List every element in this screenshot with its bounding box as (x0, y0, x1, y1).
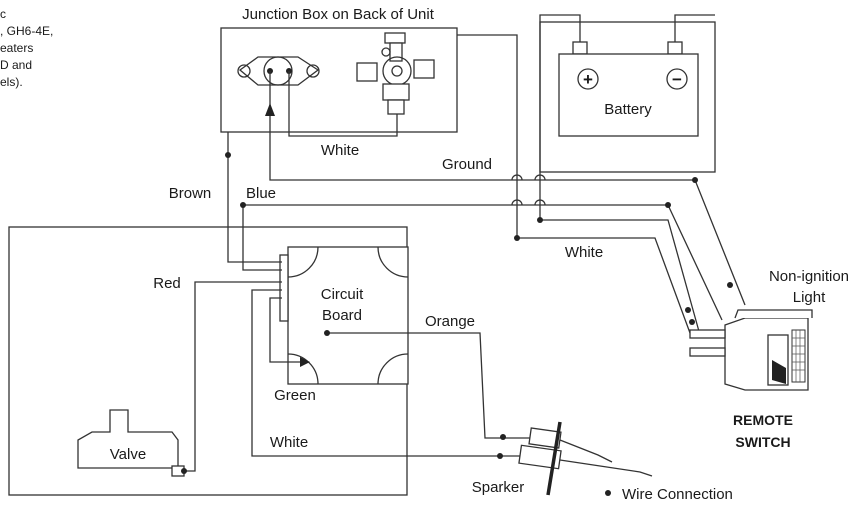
remote-switch-line-2: SWITCH (735, 434, 790, 450)
wire-label-brown: Brown (169, 185, 212, 202)
remote-switch-line-1: REMOTE (733, 412, 793, 428)
circuit-board: Circuit Board (279, 246, 409, 385)
note-line-3: eaters (0, 41, 33, 55)
wire-label-green: Green (274, 387, 316, 404)
battery-positive-symbol: + (583, 70, 593, 89)
non-ignition-light-line-1: Non-ignition (769, 268, 849, 285)
wire-brown (227, 132, 282, 263)
junction-switch-icon (356, 32, 435, 115)
wire-battery-positive (539, 14, 701, 336)
valve-label: Valve (110, 446, 146, 463)
remote-switch: REMOTE SWITCH (689, 309, 813, 450)
junction-box-title: Junction Box on Back of Unit (242, 6, 435, 23)
battery-label: Battery (604, 101, 652, 118)
circuit-board-line-2: Board (322, 307, 362, 324)
wire-label-white-bottom: White (270, 434, 308, 451)
wire-red (184, 281, 282, 472)
wire-label-ground: Ground (442, 156, 492, 173)
wire-white-bottom (251, 289, 520, 457)
sparker-label: Sparker (472, 479, 525, 496)
battery-positive-icon (577, 68, 599, 90)
junction-box: Junction Box on Back of Unit (220, 6, 458, 133)
valve: Valve (77, 409, 185, 477)
note-line-5: els). (0, 75, 23, 89)
labels: White Ground Brown Blue White Red Orange… (153, 142, 849, 451)
circuit-board-line-1: Circuit (321, 286, 364, 303)
wire-green (269, 297, 300, 363)
note-line-2: , GH6-4E, (0, 24, 53, 38)
legend: Wire Connection (605, 486, 733, 503)
wire-orange (327, 332, 530, 439)
wire-white-top (288, 71, 398, 137)
wire-ground (269, 71, 746, 306)
wire-connection-dot-icon (605, 490, 611, 496)
battery: + − Battery (539, 21, 716, 173)
sparker: Sparker (472, 421, 653, 496)
non-ignition-light-line-2: Light (793, 289, 826, 306)
wire-label-white-right: White (565, 244, 603, 261)
wire-label-red: Red (153, 275, 181, 292)
connection-dots (181, 152, 733, 474)
switch-grid-icon (791, 329, 806, 383)
legend-wire-connection: Wire Connection (622, 486, 733, 503)
battery-negative-icon (666, 68, 688, 90)
wire-label-white-top: White (321, 142, 359, 159)
battery-negative-symbol: − (672, 70, 682, 89)
note-line-4: D and (0, 58, 32, 72)
note-line-1: c (0, 7, 6, 21)
wire-label-orange: Orange (425, 313, 475, 330)
wire-label-blue: Blue (246, 185, 276, 202)
note-text: c , GH6-4E, eaters D and els). (0, 7, 53, 89)
